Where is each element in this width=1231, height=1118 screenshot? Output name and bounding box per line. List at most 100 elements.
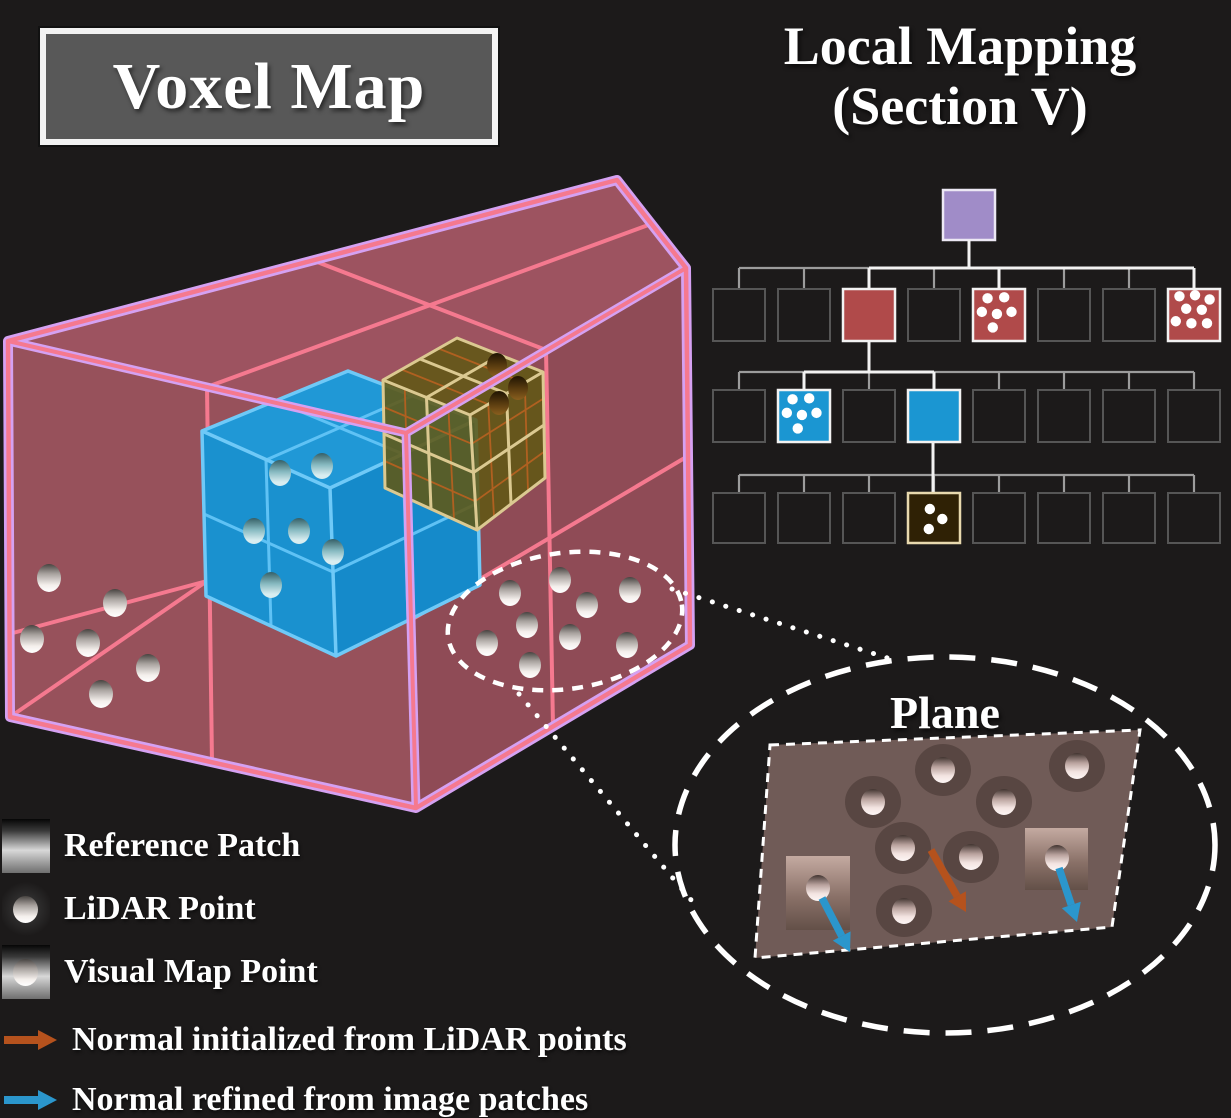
orange-arrow-icon <box>4 1030 57 1050</box>
node-point-dot <box>987 322 998 333</box>
node-point-dot <box>1186 318 1197 329</box>
normal-initialized-arrow <box>948 891 966 912</box>
cluster-dashed-ellipse <box>445 549 685 693</box>
legend-row-normal-lidar: Normal initialized from LiDAR points <box>2 1012 627 1068</box>
voxel-map-title: Voxel Map <box>112 49 426 123</box>
cube-top-face <box>8 180 686 433</box>
octree-diagram <box>712 188 1222 545</box>
legend-label: Visual Map Point <box>64 953 318 990</box>
node-point-dot <box>924 503 936 515</box>
visual-map-point-icon <box>2 945 50 999</box>
node-point-dot <box>999 292 1010 303</box>
zoom-connector-lines <box>516 586 903 910</box>
node-point-dot <box>976 306 988 318</box>
node-point-dot <box>923 523 934 535</box>
node-point-dot <box>792 423 803 434</box>
local-mapping-line1: Local Mapping <box>783 16 1137 76</box>
octree-node-empty <box>777 492 831 544</box>
octree-node-empty <box>777 288 831 342</box>
visual-map-point <box>311 453 333 479</box>
normal-refined-arrow <box>1061 901 1081 922</box>
octree-node-empty <box>1167 492 1221 544</box>
octree-node-empty <box>842 492 896 544</box>
legend-row-normal-image: Normal refined from image patches <box>2 1072 588 1118</box>
lidar-points-left-face-group <box>20 564 160 708</box>
lidar-point <box>499 580 521 606</box>
legend-label: LiDAR Point <box>64 890 256 927</box>
lidar-point <box>489 391 509 415</box>
lidar-point <box>76 629 100 657</box>
node-point-dot <box>1189 290 1201 301</box>
lidar-point <box>136 654 160 682</box>
octree-node-empty <box>1167 389 1221 443</box>
lidar-point <box>516 612 538 638</box>
visual-map-point <box>260 572 282 598</box>
lidar-point <box>476 630 498 656</box>
octree-node-red <box>841 287 897 343</box>
lidar-point <box>89 680 113 708</box>
visual-map-point <box>269 460 291 486</box>
node-point-dot <box>937 513 948 525</box>
octree-node-brown-dots3 <box>906 491 962 545</box>
plane-content <box>786 740 1105 952</box>
cube-outline <box>3 175 695 813</box>
node-point-dot <box>1006 306 1017 318</box>
octree-node-empty <box>842 389 896 443</box>
lidar-point <box>559 624 581 650</box>
visual-map-point <box>806 875 830 901</box>
blue-arrow-icon <box>4 1090 57 1110</box>
octree-node-empty <box>712 288 766 342</box>
legend-label: Reference Patch <box>64 827 301 864</box>
lidar-point <box>1065 753 1089 779</box>
node-point-dot <box>1201 318 1213 329</box>
octree-node-empty <box>1102 389 1156 443</box>
octree-node-empty <box>1102 288 1156 342</box>
lidar-point <box>616 632 638 658</box>
lidar-points-cluster-group <box>476 567 641 678</box>
lidar-point <box>549 567 571 593</box>
octree-node-empty <box>1102 492 1156 544</box>
lidar-point <box>992 789 1016 815</box>
visual-map-point <box>322 539 344 565</box>
node-point-dot <box>1174 291 1185 302</box>
zoom-dotted-line <box>516 691 700 910</box>
octree-node-empty <box>972 492 1026 544</box>
lidar-points-yellow-group <box>487 353 528 415</box>
legend-row-visual-map-point: Visual Map Point <box>2 944 318 1000</box>
octree-node-empty <box>712 389 766 443</box>
node-point-dot <box>991 308 1003 320</box>
lidar-point <box>37 564 61 592</box>
visual-map-points-group <box>243 453 344 598</box>
octree-node-empty <box>907 288 961 342</box>
visual-map-point <box>243 518 265 544</box>
lidar-point <box>959 844 983 870</box>
legend-label: Normal initialized from LiDAR points <box>72 1021 627 1058</box>
local-mapping-title: Local Mapping (Section V) <box>712 16 1208 136</box>
node-point-dot <box>1196 304 1208 315</box>
lidar-point <box>103 589 127 617</box>
plane-callout <box>672 654 1218 1036</box>
lidar-point <box>487 353 507 377</box>
node-point-dot <box>811 407 822 419</box>
lidar-point <box>931 757 955 783</box>
legend-row-lidar-point: LiDAR Point <box>2 881 256 937</box>
legend-row-reference-patch: Reference Patch <box>2 818 300 874</box>
normal-refined-arrow <box>818 896 846 938</box>
cube-subdivision-lines <box>8 222 690 764</box>
lidar-point <box>519 652 541 678</box>
lidar-point <box>508 376 528 400</box>
lidar-point <box>20 625 44 653</box>
lidar-point <box>619 577 641 603</box>
octree-root-node <box>941 188 997 242</box>
octree-node-empty <box>1037 288 1091 342</box>
local-mapping-line2: (Section V) <box>832 76 1088 136</box>
node-point-dot <box>1204 294 1215 305</box>
callout-dashed-ellipse <box>672 654 1218 1036</box>
visual-map-point <box>288 518 310 544</box>
lidar-point <box>576 592 598 618</box>
lidar-point <box>892 898 916 924</box>
octree-node-empty <box>1037 389 1091 443</box>
lidar-point <box>861 789 885 815</box>
